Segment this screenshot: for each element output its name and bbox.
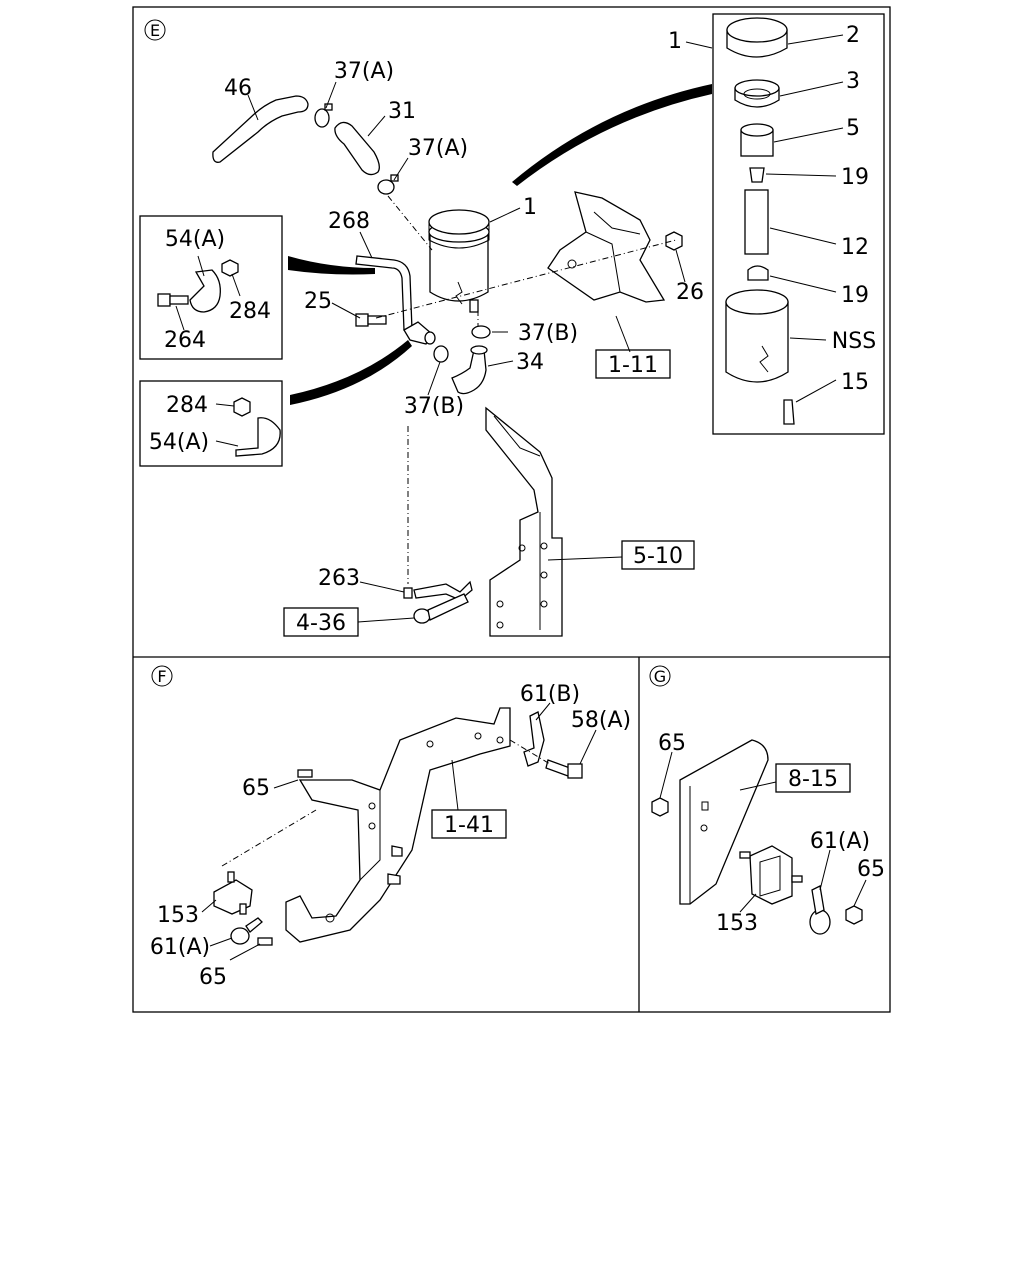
- clamp-37a-mid: [377, 174, 399, 195]
- callout-153-f: 153: [157, 903, 199, 928]
- leader-lines-e: [175, 34, 844, 623]
- callout-12: 12: [841, 235, 869, 260]
- nut-65-g-right: [845, 905, 863, 925]
- stud-65-bottom: [257, 937, 273, 946]
- callout-284-inset-b: 284: [166, 393, 208, 418]
- hose-31: [334, 121, 380, 176]
- section-marker-g: G: [649, 665, 671, 687]
- bolt-25: [355, 313, 387, 327]
- section-f-letter: F: [157, 667, 166, 686]
- callout-37a-mid: 37(A): [408, 136, 468, 161]
- clamp-61a-g: [809, 885, 831, 935]
- callout-25: 25: [304, 289, 332, 314]
- callout-2: 2: [846, 23, 860, 48]
- ref-box-1-41: 1-41: [431, 809, 507, 839]
- clamp-37b-right: [471, 325, 491, 339]
- frame-5-10: [485, 406, 563, 637]
- callout-34: 34: [516, 350, 544, 375]
- ref-5-10: 5-10: [633, 544, 683, 569]
- callout-3: 3: [846, 69, 860, 94]
- callout-61a-g: 61(A): [810, 829, 870, 854]
- callout-1-exploded: 1: [668, 29, 682, 54]
- ref-box-5-10: 5-10: [621, 540, 695, 570]
- callout-37b-right: 37(B): [518, 321, 578, 346]
- assembly-lines-f: [221, 739, 551, 867]
- bracket-1-41: [285, 707, 511, 943]
- clamp-37a-top: [314, 103, 333, 128]
- clip-263: [403, 580, 473, 601]
- ref-8-15: 8-15: [788, 767, 838, 792]
- inset-clip-bolt: [157, 259, 239, 313]
- callout-37b-left: 37(B): [404, 394, 464, 419]
- callout-268: 268: [328, 209, 370, 234]
- callout-46: 46: [224, 76, 252, 101]
- section-marker-f: F: [151, 665, 173, 687]
- callout-26: 26: [676, 280, 704, 305]
- section-g-letter: G: [654, 667, 666, 686]
- diagram-frames: [132, 6, 891, 1013]
- clamp-37b-left: [433, 345, 449, 363]
- callout-15: 15: [841, 370, 869, 395]
- callout-65-g-left: 65: [658, 731, 686, 756]
- tank-fitting: [403, 321, 436, 345]
- callout-31: 31: [388, 99, 416, 124]
- nut-65-g-left: [651, 797, 669, 817]
- hose-34: [451, 345, 488, 395]
- section-e-letter: E: [150, 21, 160, 40]
- callout-264-inset-a: 264: [164, 328, 206, 353]
- bracket-1-11: [547, 191, 666, 303]
- callout-nss: NSS: [832, 329, 876, 354]
- callout-65-f-bottom: 65: [199, 965, 227, 990]
- ref-1-11: 1-11: [608, 353, 658, 378]
- callout-61b: 61(B): [520, 682, 580, 707]
- hose-46: [212, 95, 309, 163]
- ref-4-36: 4-36: [296, 611, 346, 636]
- bolt-58a: [545, 759, 583, 779]
- callout-37a-top: 37(A): [334, 59, 394, 84]
- bolt-4-36: [413, 593, 469, 624]
- callout-54a-inset-a: 54(A): [165, 227, 225, 252]
- clamp-61a-f: [230, 917, 263, 945]
- callout-61a-f: 61(A): [150, 935, 210, 960]
- stud-65-top: [297, 769, 313, 778]
- assembly-lines-e: [375, 195, 677, 584]
- callout-5: 5: [846, 116, 860, 141]
- mount-153-f: [213, 871, 253, 915]
- ref-box-4-36: 4-36: [283, 607, 359, 637]
- nut-26: [665, 231, 683, 251]
- mount-153-g: [739, 845, 803, 905]
- callout-263: 263: [318, 566, 360, 591]
- ref-1-41: 1-41: [444, 813, 494, 838]
- callout-58a: 58(A): [571, 708, 631, 733]
- callout-54a-inset-b: 54(A): [149, 430, 209, 455]
- exploded-reservoir-assembly: [725, 17, 795, 425]
- callout-153-g: 153: [716, 911, 758, 936]
- inset-clip-nut: [233, 397, 281, 457]
- callout-284-inset-a: 284: [229, 299, 271, 324]
- ref-box-1-11: 1-11: [595, 349, 671, 379]
- clamp-61b: [523, 711, 545, 767]
- callout-19-upper: 19: [841, 165, 869, 190]
- ref-box-8-15: 8-15: [775, 763, 851, 793]
- reservoir-tank: [428, 209, 490, 313]
- callout-65-g-right: 65: [857, 857, 885, 882]
- bracket-8-15: [679, 739, 769, 905]
- leader-lines-g: [659, 751, 867, 913]
- detail-pointer-arcs: [288, 84, 712, 405]
- leader-lines-f: [201, 702, 597, 961]
- callout-1-tank: 1: [523, 195, 537, 220]
- section-marker-e: E: [144, 19, 166, 41]
- callout-65-f-top: 65: [242, 776, 270, 801]
- callout-19-lower: 19: [841, 283, 869, 308]
